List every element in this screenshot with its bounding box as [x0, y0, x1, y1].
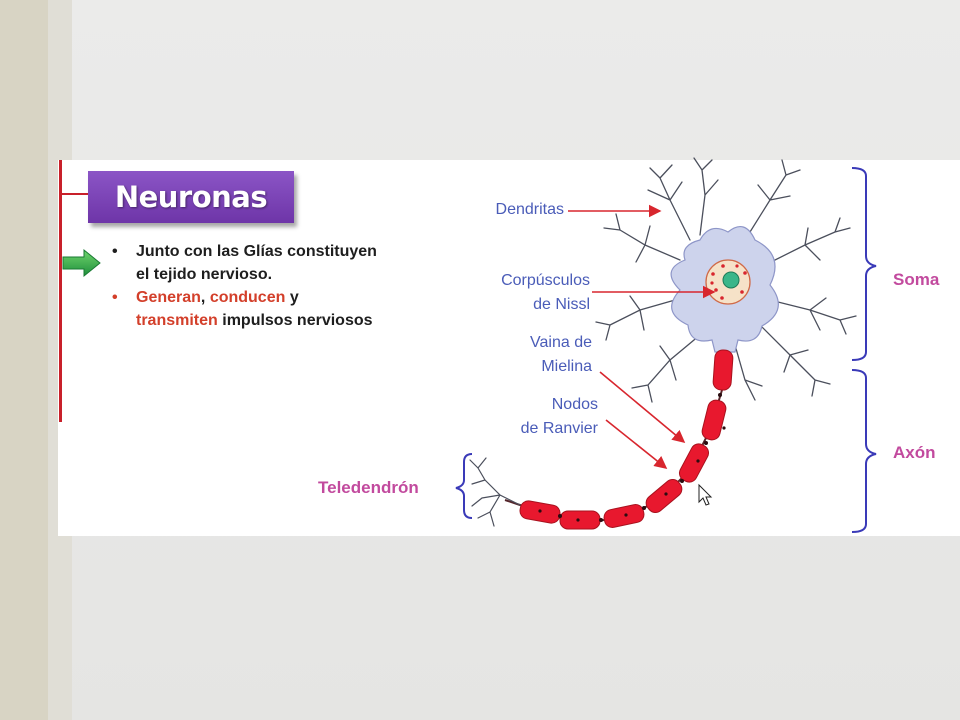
red-connector-line	[59, 193, 89, 195]
green-arrow-icon	[62, 248, 101, 278]
label-vaina-line1: Vaina de	[530, 334, 592, 351]
label-nodos-line2: de Ranvier	[520, 420, 598, 437]
mouse-cursor-icon	[698, 483, 713, 506]
label-dendritas: Dendritas	[495, 201, 564, 218]
bullet-dot: •	[112, 289, 118, 306]
bullet-1-line1: Junto con las Glías constituyen	[136, 243, 377, 260]
brackets	[455, 167, 877, 533]
bullet-2-word-generan: Generan	[136, 289, 201, 306]
label-axon: Axón	[893, 443, 936, 462]
label-nodos-line1: Nodos	[551, 396, 598, 413]
bullet-list: • Junto con las Glías constituyen el tej…	[112, 240, 442, 332]
title-box: Neuronas	[88, 171, 294, 223]
myelin-sheaths	[519, 349, 734, 530]
slide-title: Neuronas	[114, 180, 268, 214]
dendrites	[595, 157, 857, 403]
bullet-2-word-conducen: conducen	[209, 289, 286, 306]
red-vertical-line	[59, 160, 62, 422]
frame-left-border	[0, 0, 48, 720]
ranvier-nodes	[538, 393, 726, 522]
nucleolus	[722, 271, 740, 289]
label-soma: Soma	[893, 270, 940, 289]
teledendron-branches	[469, 457, 521, 527]
bullet-2-word-transmiten: transmiten	[136, 312, 218, 329]
bullet-item-2: • Generan, conducen y transmiten impulso…	[112, 286, 442, 332]
bullet-item-1: • Junto con las Glías constituyen el tej…	[112, 240, 442, 286]
label-arrows	[568, 204, 716, 469]
label-vaina-line2: Mielina	[541, 358, 592, 375]
label-corpusculos-line2: de Nissl	[533, 296, 590, 313]
bullet-2-sep1: ,	[200, 289, 210, 306]
bullet-2-sep2: y	[285, 289, 299, 306]
label-corpusculos-line1: Corpúsculos	[501, 272, 590, 289]
bullet-2-rest: impulsos nerviosos	[217, 312, 373, 329]
bullet-1-line2: el tejido nervioso.	[136, 266, 273, 283]
bullet-dot: •	[112, 243, 118, 260]
label-teledendron: Teledendrón	[318, 478, 419, 497]
